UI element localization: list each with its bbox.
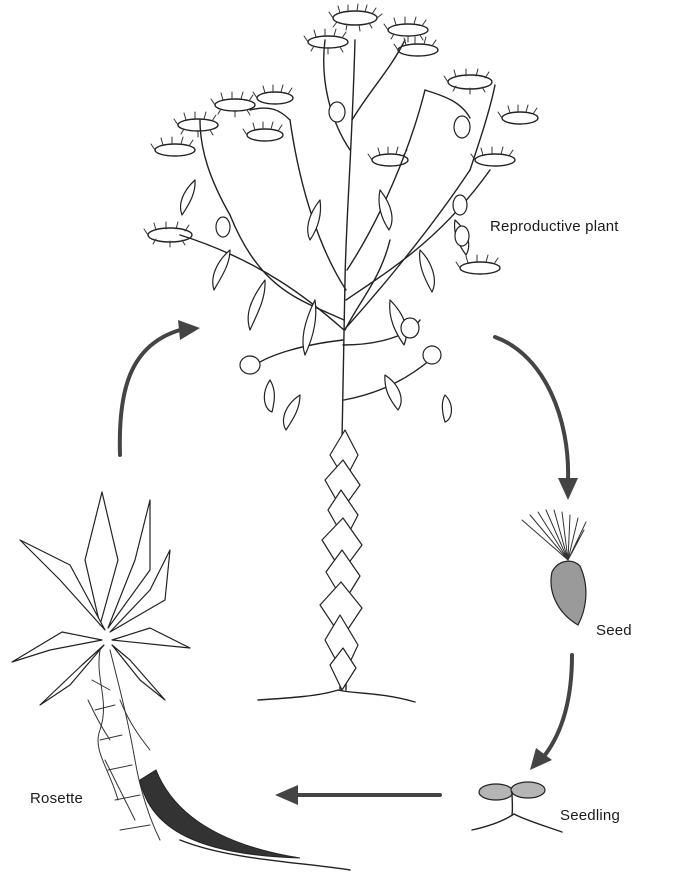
flower-heads bbox=[144, 4, 538, 274]
arrow-rosette-to-plant bbox=[120, 330, 180, 455]
label-seed: Seed bbox=[596, 622, 632, 639]
label-seedling: Seedling bbox=[560, 807, 620, 824]
taproot bbox=[140, 770, 300, 858]
seedling-drawing bbox=[472, 782, 562, 832]
label-rosette: Rosette bbox=[30, 790, 83, 807]
rosette-drawing bbox=[12, 492, 350, 870]
ground-line-plant bbox=[258, 690, 415, 702]
stem-leaf-sheaths bbox=[320, 430, 362, 690]
arrow-plant-to-seed bbox=[495, 337, 568, 480]
seed-drawing bbox=[522, 510, 586, 625]
arrow-seed-to-seedling bbox=[545, 655, 572, 755]
flower-buds bbox=[216, 102, 470, 374]
label-reproductive-plant: Reproductive plant bbox=[490, 218, 619, 235]
seed-body bbox=[551, 561, 586, 625]
reproductive-plant-drawing bbox=[144, 4, 538, 702]
